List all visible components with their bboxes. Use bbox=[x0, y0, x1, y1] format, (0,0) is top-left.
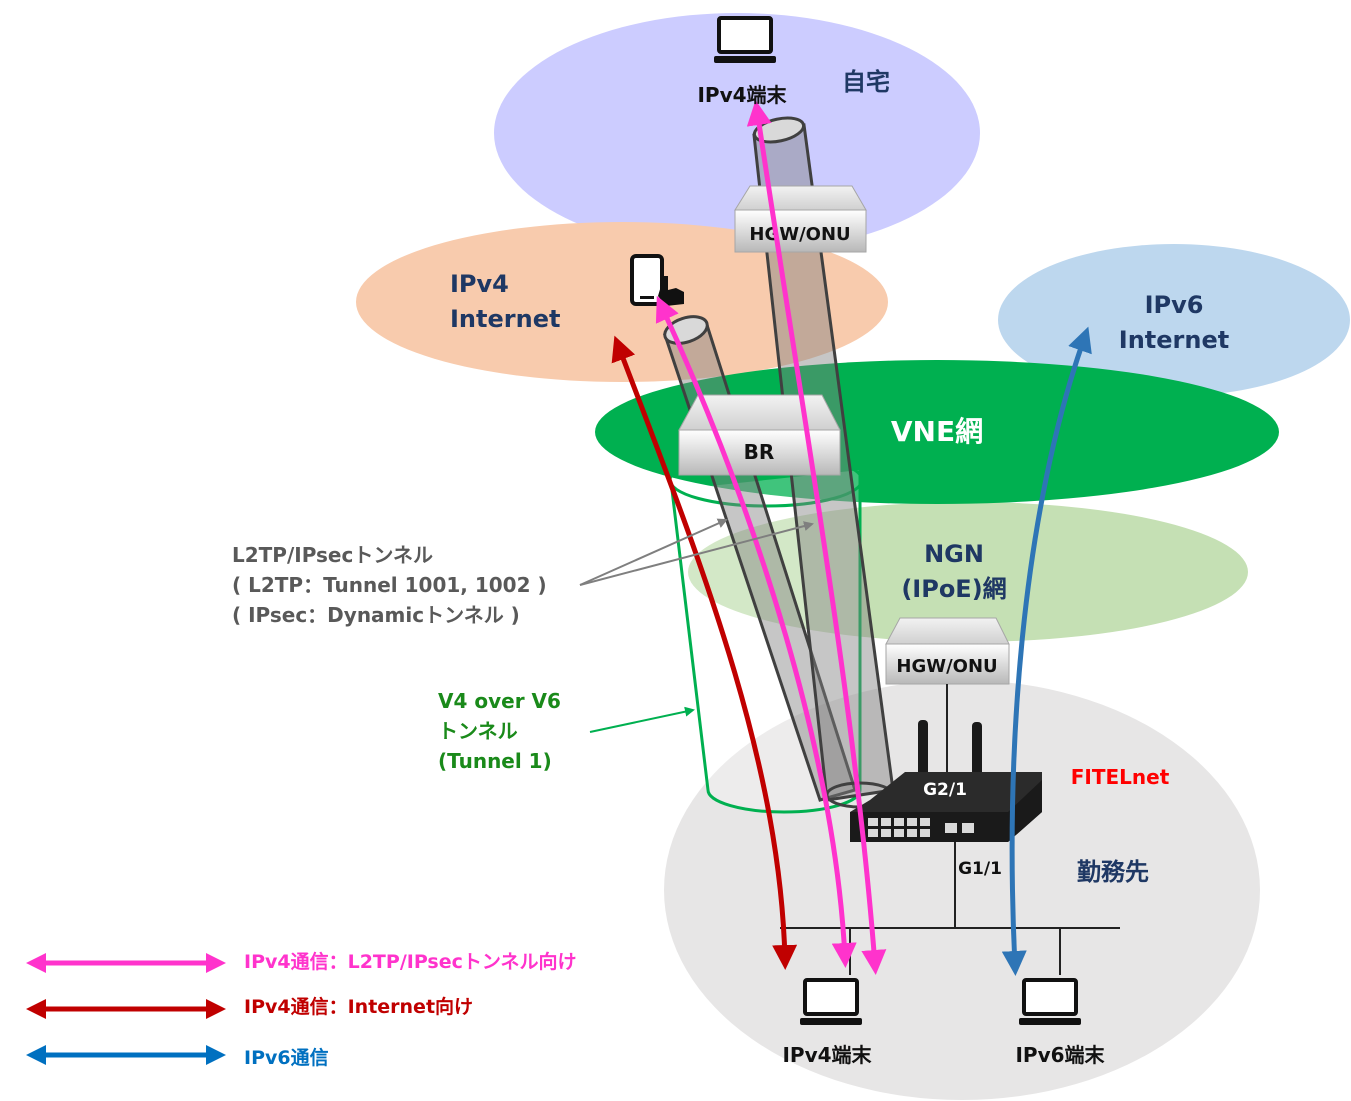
legend-label-l2tp: IPv4通信：L2TP/IPsecトンネル向け bbox=[244, 950, 577, 973]
zone-office-label: 勤務先 bbox=[1077, 858, 1149, 886]
zone-ipv6-internet-label-2: Internet bbox=[1119, 326, 1229, 354]
v4overv6-annotation-3: (Tunnel 1) bbox=[438, 749, 552, 773]
hgw-onu-office: HGW/ONU bbox=[885, 617, 1010, 685]
zone-ipv4-internet-label-2: Internet bbox=[450, 305, 560, 333]
l2tp-pointer-2 bbox=[579, 521, 814, 586]
port-g1-label: G1/1 bbox=[958, 859, 1002, 879]
zone-ngn-label-2: (IPoE)網 bbox=[901, 575, 1006, 603]
zone-ipv6-internet-label-1: IPv6 bbox=[1145, 291, 1204, 319]
hgw-onu-home: HGW/ONU bbox=[734, 185, 867, 253]
zone-vne-label: VNE網 bbox=[891, 415, 983, 448]
port-g2-label: G2/1 bbox=[923, 780, 967, 800]
zone-ngn-label-1: NGN bbox=[924, 540, 984, 568]
l2tp-annotation-3: ( IPsec：Dynamicトンネル ) bbox=[232, 603, 520, 627]
l2tp-annotation-1: L2TP/IPsecトンネル bbox=[232, 543, 433, 567]
fitelnet-router: G2/1 bbox=[850, 720, 1042, 842]
zone-ipv4-internet-label-1: IPv4 bbox=[450, 270, 509, 298]
hgw-home-label: HGW/ONU bbox=[749, 224, 850, 245]
l2tp-pointer-1 bbox=[579, 518, 728, 586]
v4overv6-annotation-1: V4 over V6 bbox=[438, 689, 561, 713]
laptop-icon-home bbox=[714, 16, 776, 63]
arrow-ipv4-l2tp-home bbox=[746, 100, 887, 975]
v4overv6-pointer bbox=[589, 706, 695, 733]
laptop-icon-office-ipv6 bbox=[1019, 978, 1081, 1025]
br-label: BR bbox=[744, 440, 775, 464]
legend-label-internet: IPv4通信：Internet向け bbox=[244, 995, 473, 1018]
arrow-ipv6 bbox=[1001, 326, 1092, 976]
hgw-office-label: HGW/ONU bbox=[896, 656, 997, 677]
l2tp-annotation-2: ( L2TP：Tunnel 1001, 1002 ) bbox=[232, 573, 547, 597]
ipv4-terminal-office-label: IPv4端末 bbox=[782, 1043, 872, 1067]
laptop-icon-office-ipv4 bbox=[800, 978, 862, 1025]
zone-home-label: 自宅 bbox=[842, 68, 890, 96]
v4overv6-annotation-2: トンネル bbox=[438, 719, 518, 743]
ipv4-terminal-home-label: IPv4端末 bbox=[697, 83, 787, 107]
ipv6-terminal-office-label: IPv6端末 bbox=[1015, 1043, 1105, 1067]
legend: IPv4通信：L2TP/IPsecトンネル向け IPv4通信：Internet向… bbox=[26, 950, 577, 1069]
legend-label-ipv6: IPv6通信 bbox=[244, 1046, 329, 1069]
fitelnet-brand-label: FITELnet bbox=[1071, 765, 1170, 789]
